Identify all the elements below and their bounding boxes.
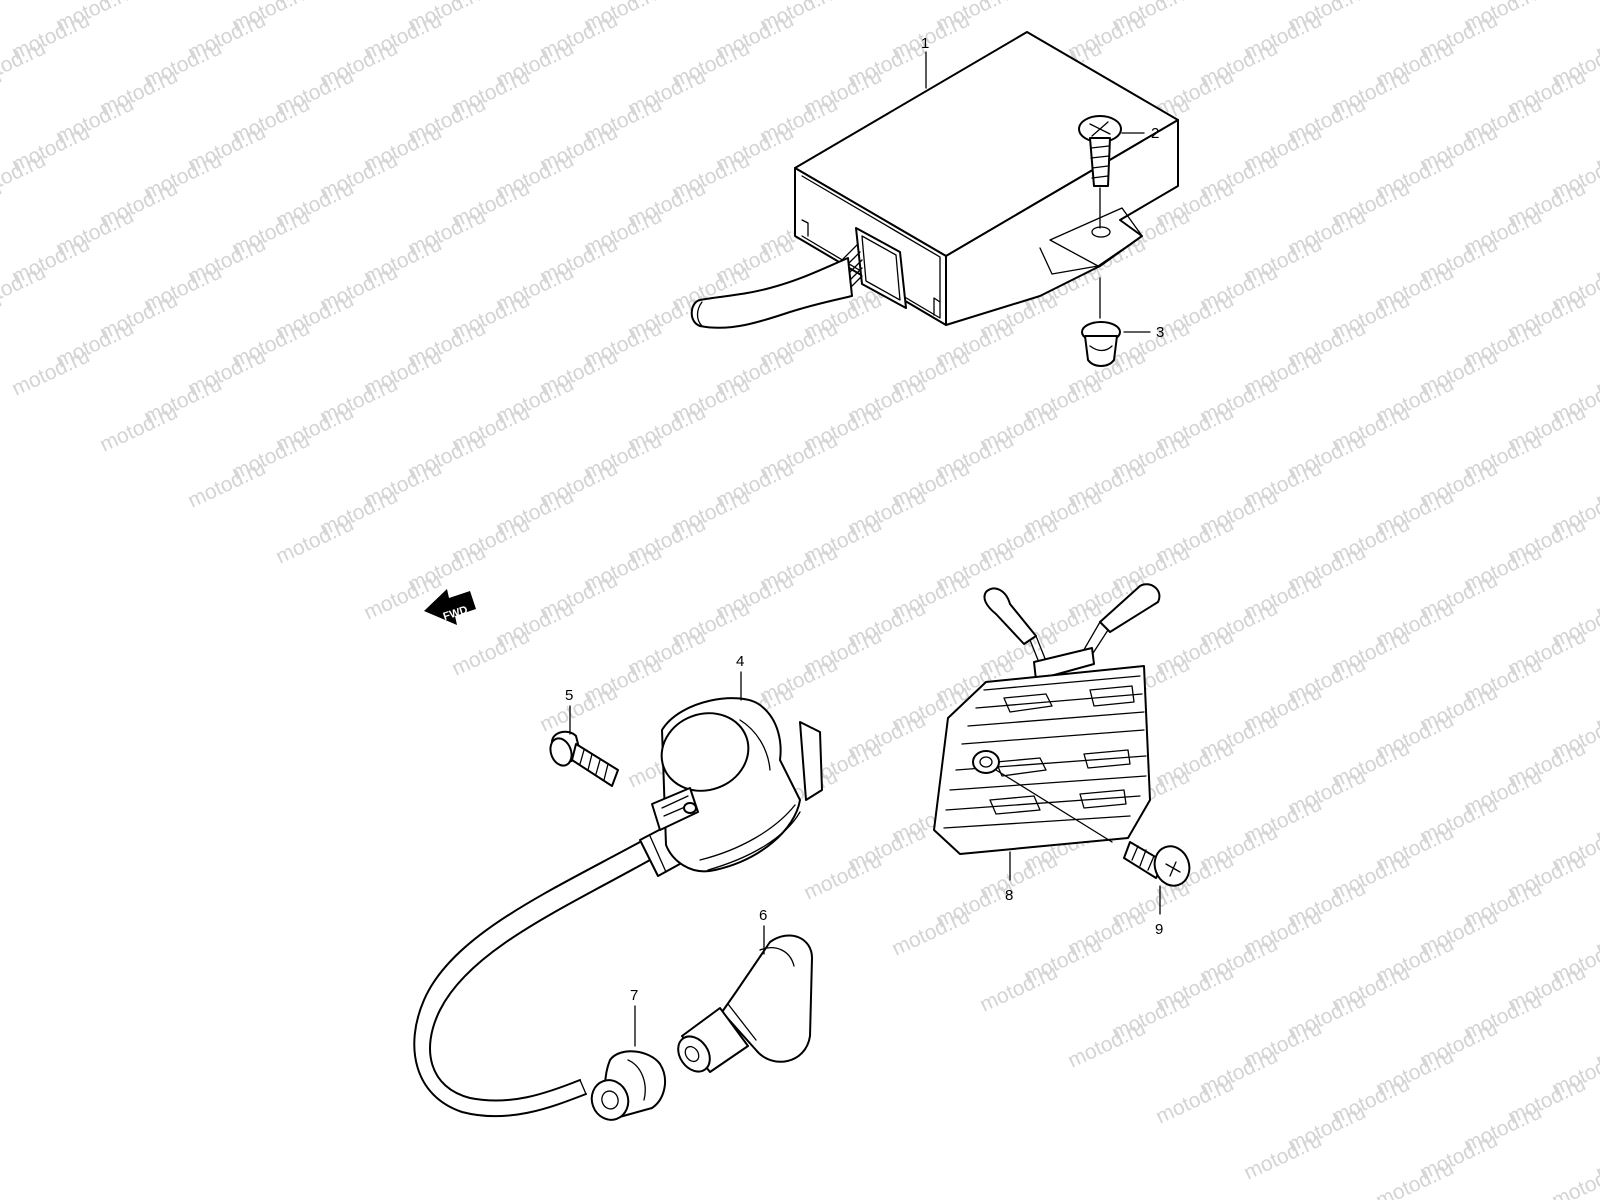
bolt-5[interactable] (547, 730, 619, 787)
forward-direction-arrow: FWD (424, 589, 476, 625)
callout-labels: 1 2 3 4 5 6 7 8 9 (565, 35, 1164, 1004)
callout-6: 6 (759, 907, 767, 924)
callout-1: 1 (921, 35, 929, 52)
callout-4: 4 (736, 653, 744, 670)
callout-7: 7 (630, 987, 638, 1004)
regulator-rectifier-8[interactable] (933, 583, 1161, 855)
callout-2: 2 (1151, 125, 1159, 142)
callout-9: 9 (1155, 921, 1163, 938)
callout-leaders (569, 51, 1161, 1047)
control-unit-box[interactable] (690, 31, 1179, 329)
spark-plug-cap-6[interactable] (672, 934, 813, 1077)
callout-5: 5 (565, 687, 573, 704)
callout-3: 3 (1156, 324, 1164, 341)
screw-9[interactable] (1123, 841, 1195, 890)
ignition-coil[interactable] (413, 697, 823, 1118)
callout-8: 8 (1005, 887, 1013, 904)
screw-2[interactable] (1078, 115, 1122, 229)
grommet-nut-3[interactable] (1081, 277, 1121, 367)
cap-seal-7[interactable] (586, 1050, 667, 1125)
